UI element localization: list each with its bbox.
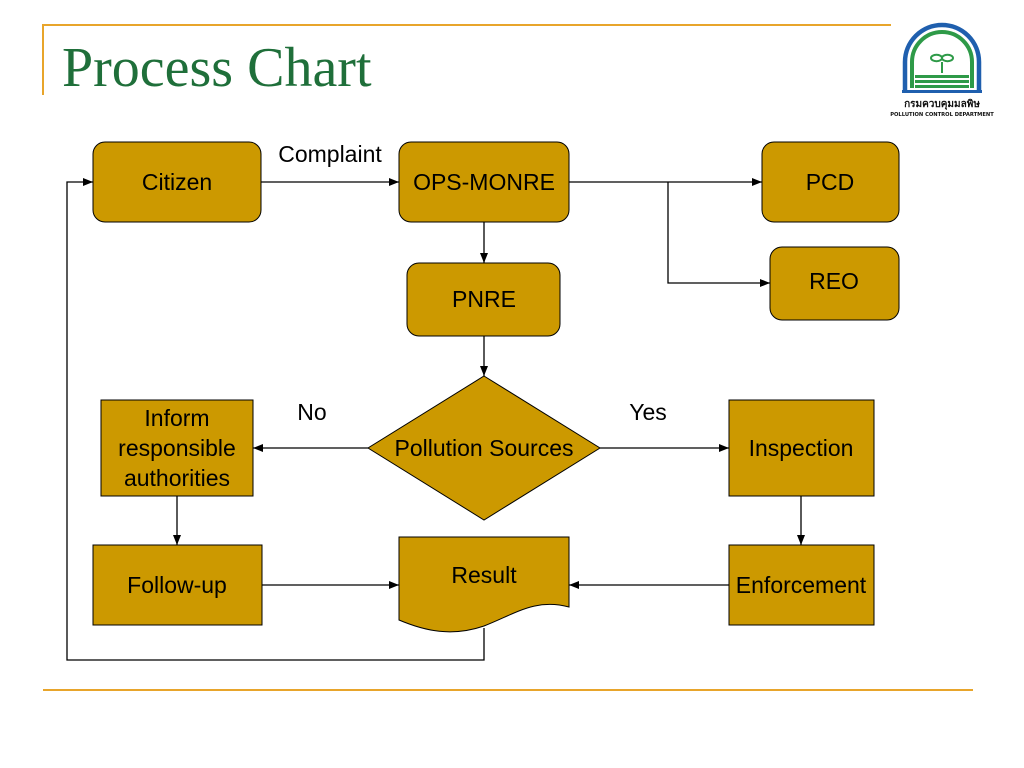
edge-ops-monre-to-reo <box>667 182 770 287</box>
node-citizen-shape <box>92 141 262 223</box>
logo-inner-arch-icon <box>910 30 974 88</box>
node-enforcement-shape <box>728 544 875 626</box>
node-inform-shape <box>100 399 254 497</box>
node-ops-monre-shape <box>398 141 570 223</box>
decision-pollution-sources: Pollution Sources <box>367 375 601 521</box>
node-pnre: PNRE <box>406 262 561 337</box>
node-pcd-label: PCD <box>806 169 855 195</box>
edge-label-no: No <box>297 399 326 425</box>
node-pnre-label: PNRE <box>452 286 516 312</box>
node-citizen: Citizen <box>92 141 262 223</box>
node-ops-monre: OPS-MONRE <box>398 141 570 223</box>
node-pnre-shape <box>406 262 561 337</box>
node-reo: REO <box>769 246 900 321</box>
logo-thai-name: กรมควบคุมมลพิษ <box>904 98 980 110</box>
node-inform-label-line-1: Inform <box>144 405 209 431</box>
decision-pollution-sources-label: Pollution Sources <box>395 435 574 461</box>
node-reo-shape <box>769 246 900 321</box>
top-rule <box>43 24 891 26</box>
left-rule <box>42 24 44 95</box>
node-ops-monre-label: OPS-MONRE <box>413 169 555 195</box>
node-inform-label-line-3: authorities <box>124 465 230 491</box>
decision-diamond-shape <box>367 375 601 521</box>
node-follow-up-shape <box>92 544 263 626</box>
node-follow-up-label: Follow-up <box>127 572 227 598</box>
logo-english-name: POLLUTION CONTROL DEPARTMENT <box>890 112 994 118</box>
node-reo-label: REO <box>809 268 859 294</box>
node-enforcement-label: Enforcement <box>736 572 867 598</box>
pollution-control-department-logo: กรมควบคุมมลพิษ POLLUTION CONTROL DEPARTM… <box>890 22 994 118</box>
logo-outer-arch-icon <box>902 22 982 90</box>
node-follow-up: Follow-up <box>92 544 263 626</box>
edge-result-to-citizen <box>66 178 485 661</box>
logo-ground-stripes-icon <box>902 75 982 93</box>
node-citizen-label: Citizen <box>142 169 212 195</box>
node-inspection: Inspection <box>728 399 875 497</box>
node-inform-responsible-authorities: Inform responsible authorities <box>100 399 254 497</box>
node-inform-label-line-2: responsible <box>118 435 236 461</box>
edge-label-complaint: Complaint <box>278 141 382 167</box>
node-inspection-shape <box>728 399 875 497</box>
node-pcd: PCD <box>761 141 900 223</box>
node-result: Result <box>398 536 570 633</box>
node-inspection-label: Inspection <box>749 435 854 461</box>
edge-label-yes: Yes <box>629 399 667 425</box>
node-enforcement: Enforcement <box>728 544 875 626</box>
sprout-icon <box>930 53 954 73</box>
node-result-label: Result <box>451 562 517 588</box>
slide-title: Process Chart <box>62 37 372 99</box>
node-result-document-shape <box>398 536 570 633</box>
node-pcd-shape <box>761 141 900 223</box>
bottom-rule <box>43 689 973 691</box>
